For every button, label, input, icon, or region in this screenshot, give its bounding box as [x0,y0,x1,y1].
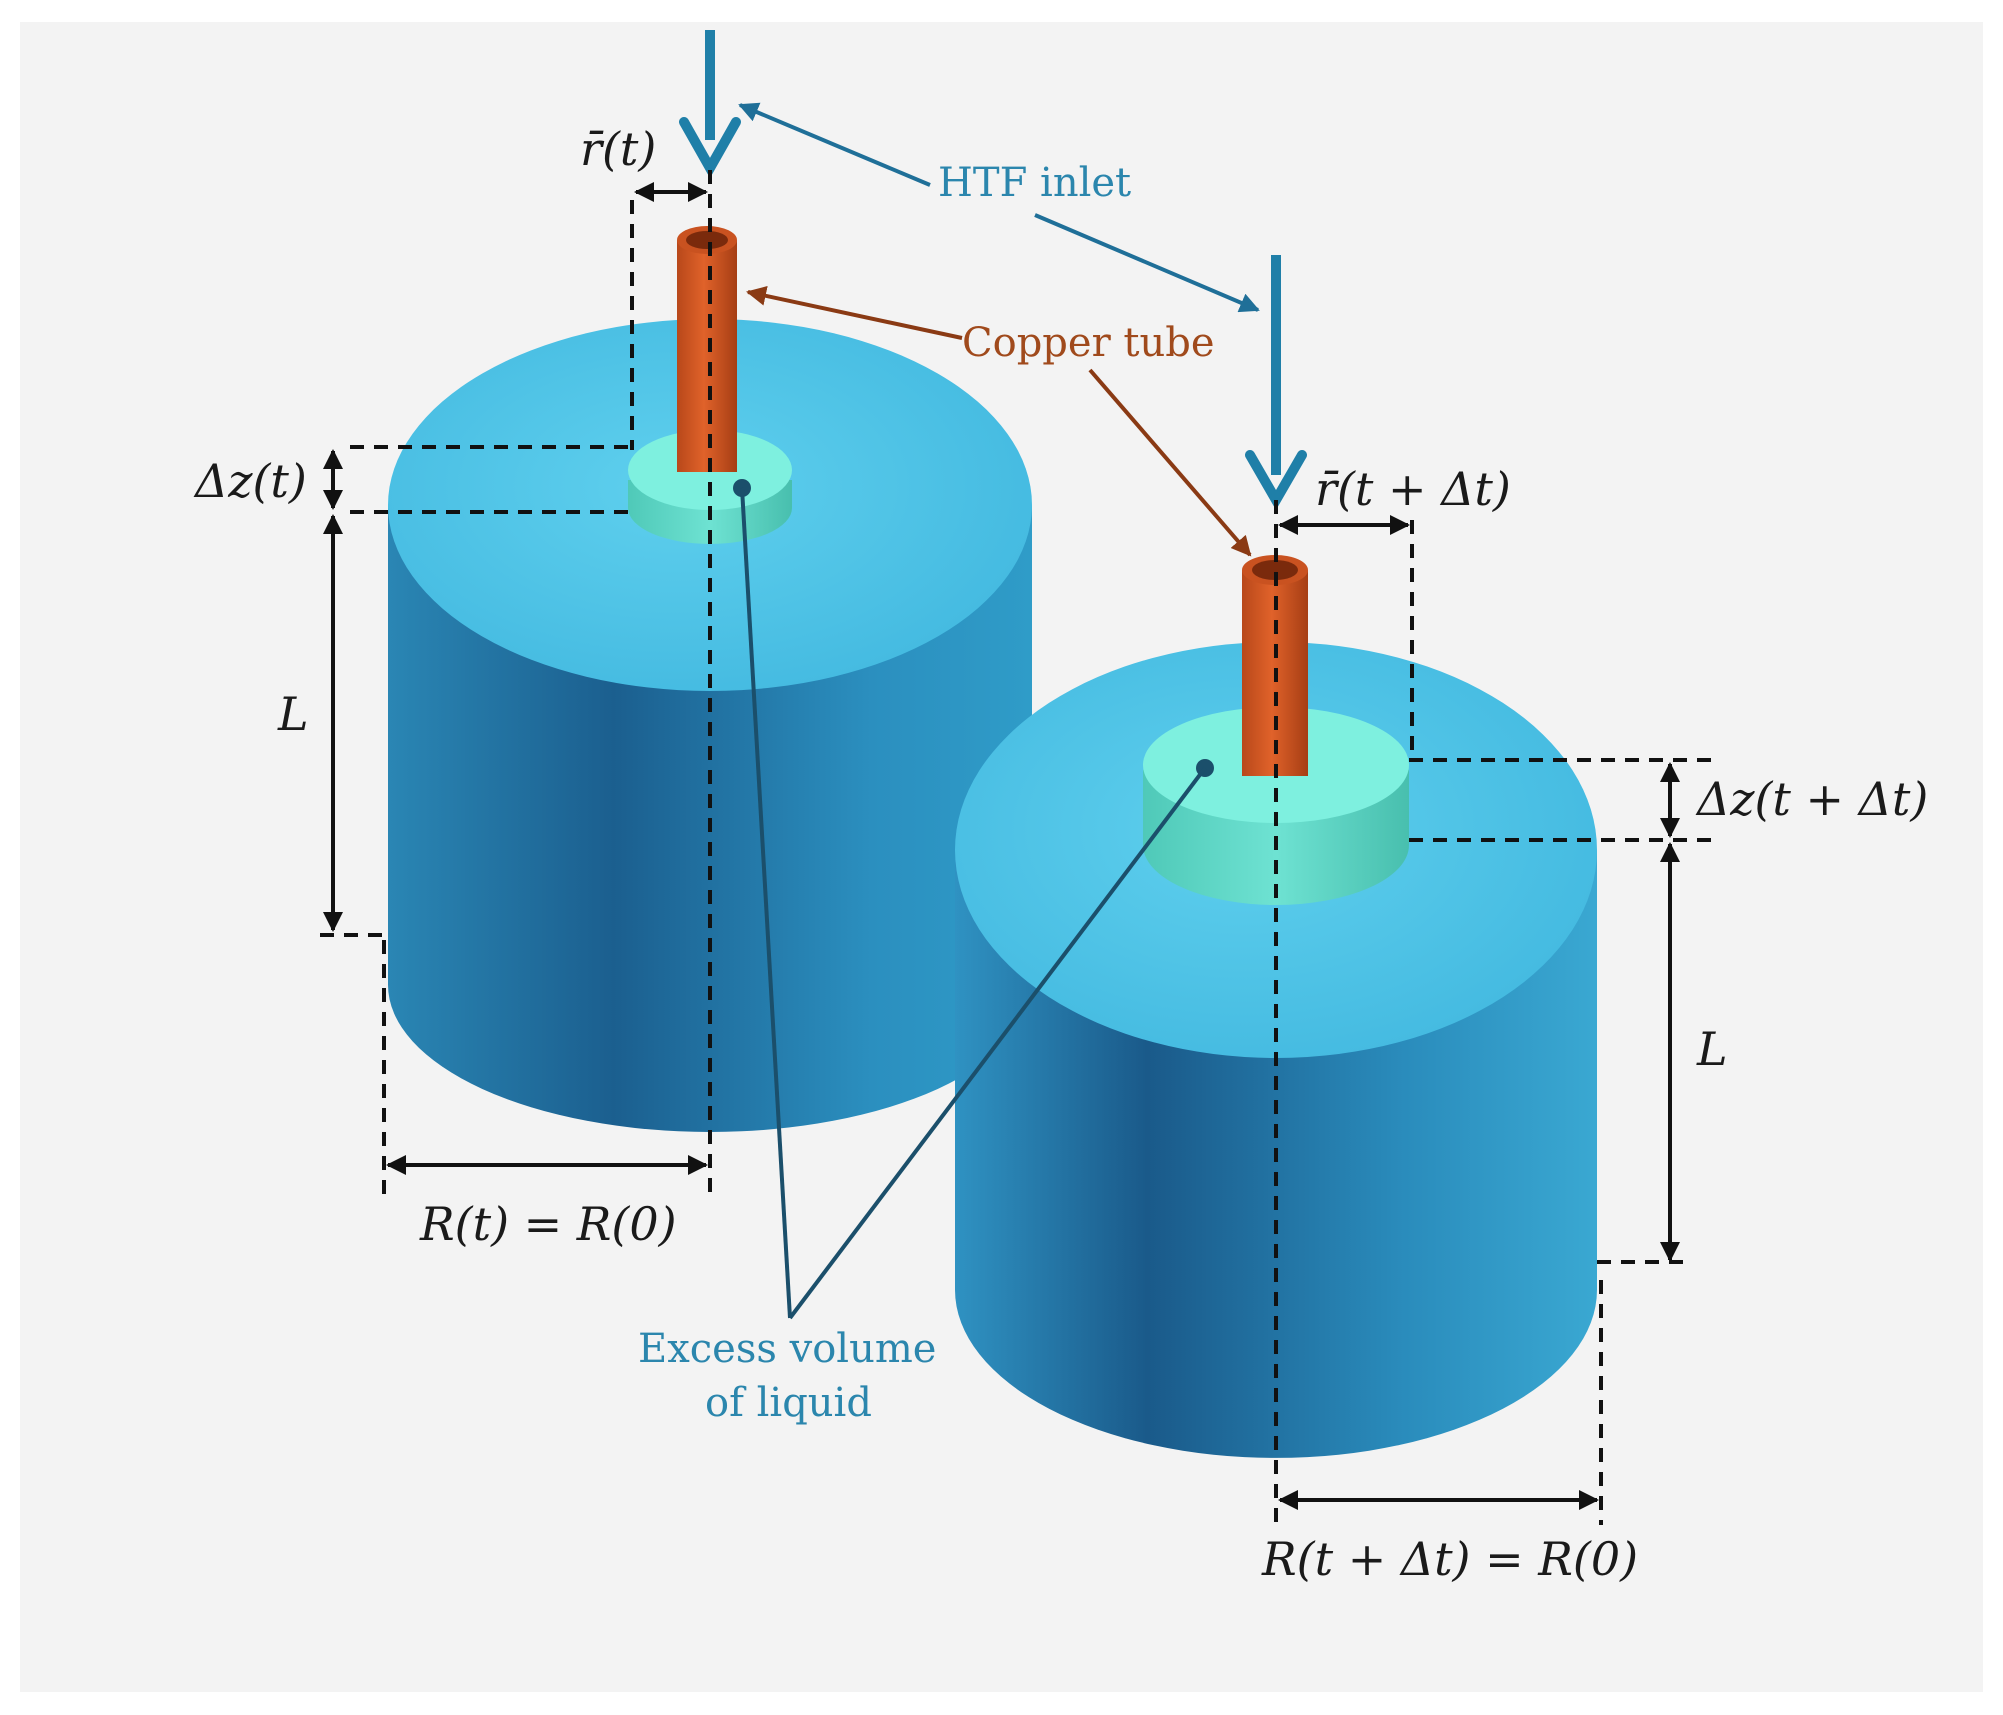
label-excess-volume-line1: Excess volume [638,1326,936,1372]
left-dimensions [320,170,712,1195]
left-copper-tube-bore [686,231,728,249]
pointer-lines [738,102,1260,1320]
label-htf-inlet: HTF inlet [938,160,1131,206]
label-R-left: R(t) = R(0) [419,1197,677,1251]
label-excess-volume-line2: of liquid [705,1380,872,1426]
left-copper-tube [677,240,737,472]
htf-inlet-arrows [679,30,1307,510]
label-copper-tube: Copper tube [962,320,1215,366]
label-dz-t-dt: Δz(t + Δt) [1695,772,1928,826]
label-L-right: L [1696,1022,1728,1076]
label-dz-t: Δz(t) [193,454,307,508]
right-dimensions [1274,500,1712,1525]
right-copper-tube-bore [1252,560,1298,580]
label-L-left: L [277,687,309,741]
label-R-right: R(t + Δt) = R(0) [1261,1532,1638,1586]
label-r-bar-t-dt: r̄(t + Δt) [1315,462,1511,516]
label-r-bar-t: r̄(t) [580,122,656,176]
